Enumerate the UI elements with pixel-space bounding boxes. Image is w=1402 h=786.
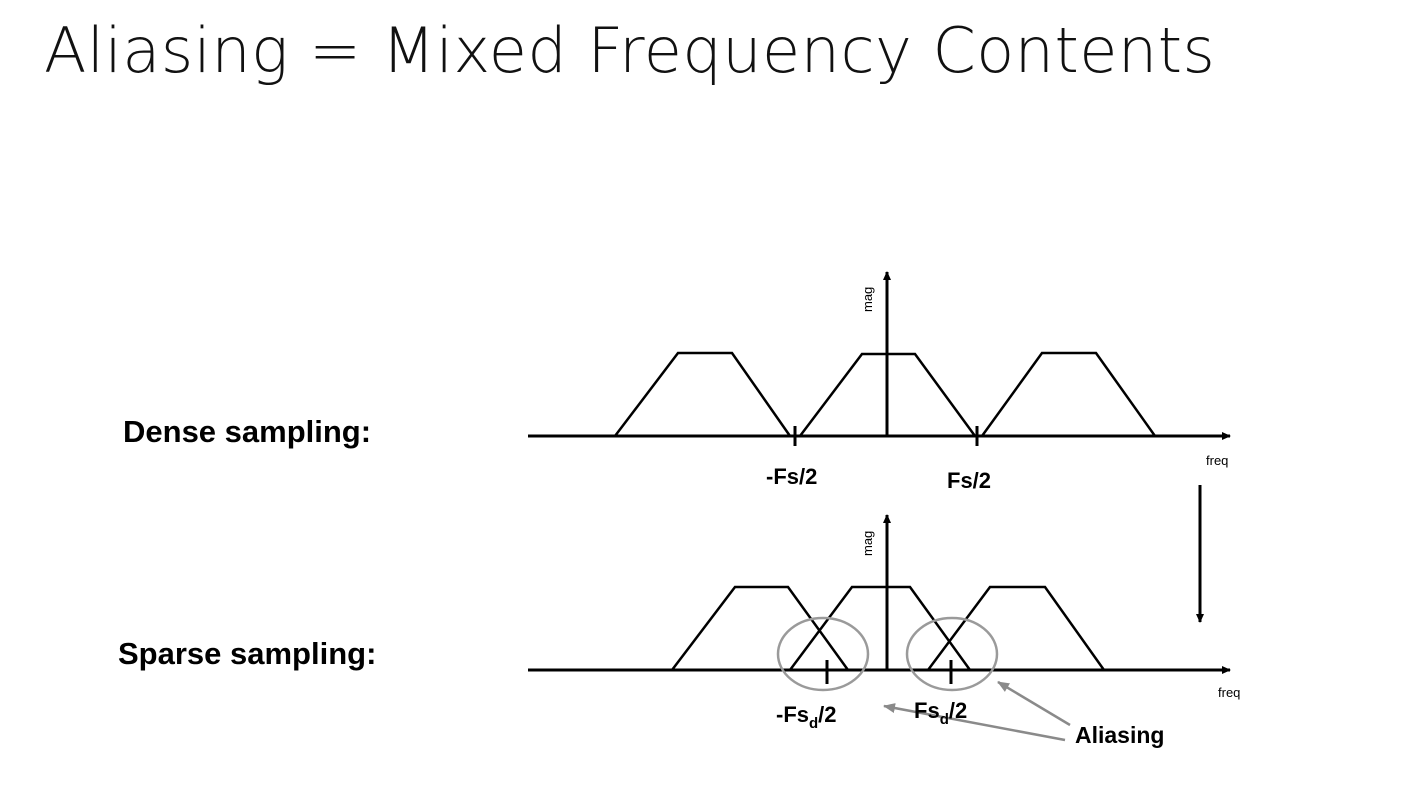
sparse-freq-label: freq xyxy=(1218,685,1240,700)
sparse-tick-left-label: -Fsd/2 xyxy=(776,702,837,732)
slide-title: Aliasing = Mixed Frequency Contents xyxy=(44,14,1216,87)
sparse-replica-center xyxy=(788,585,972,671)
dense-tick-right-label: Fs/2 xyxy=(947,468,991,493)
sparse-spectrum: -Fsd/2 Fsd/2 Aliasing freq mag xyxy=(528,514,1240,748)
aliasing-annotation-label: Aliasing xyxy=(1075,722,1164,748)
sparse-replica-left xyxy=(671,585,850,671)
sparse-replica-right xyxy=(926,585,1106,671)
dense-spectrum: -Fs/2 Fs/2 freq mag xyxy=(528,271,1231,493)
dense-freq-label: freq xyxy=(1206,453,1228,468)
dense-tick-left-label: -Fs/2 xyxy=(766,464,817,489)
dense-replica-right xyxy=(980,351,1157,437)
annotation-arrow-upper xyxy=(997,680,1071,727)
dense-mag-label: mag xyxy=(860,287,875,312)
dense-sampling-label: Dense sampling: xyxy=(123,414,372,449)
sparse-tick-right-label: Fsd/2 xyxy=(914,698,967,728)
sparse-sampling-label: Sparse sampling: xyxy=(118,636,377,671)
sparse-mag-label: mag xyxy=(860,531,875,556)
aliasing-highlight-right xyxy=(905,616,999,692)
dense-replica-center xyxy=(799,352,977,437)
aliasing-highlight-left xyxy=(776,616,870,692)
annotation-arrow-lower xyxy=(883,703,1066,742)
dense-replica-left xyxy=(614,351,792,437)
